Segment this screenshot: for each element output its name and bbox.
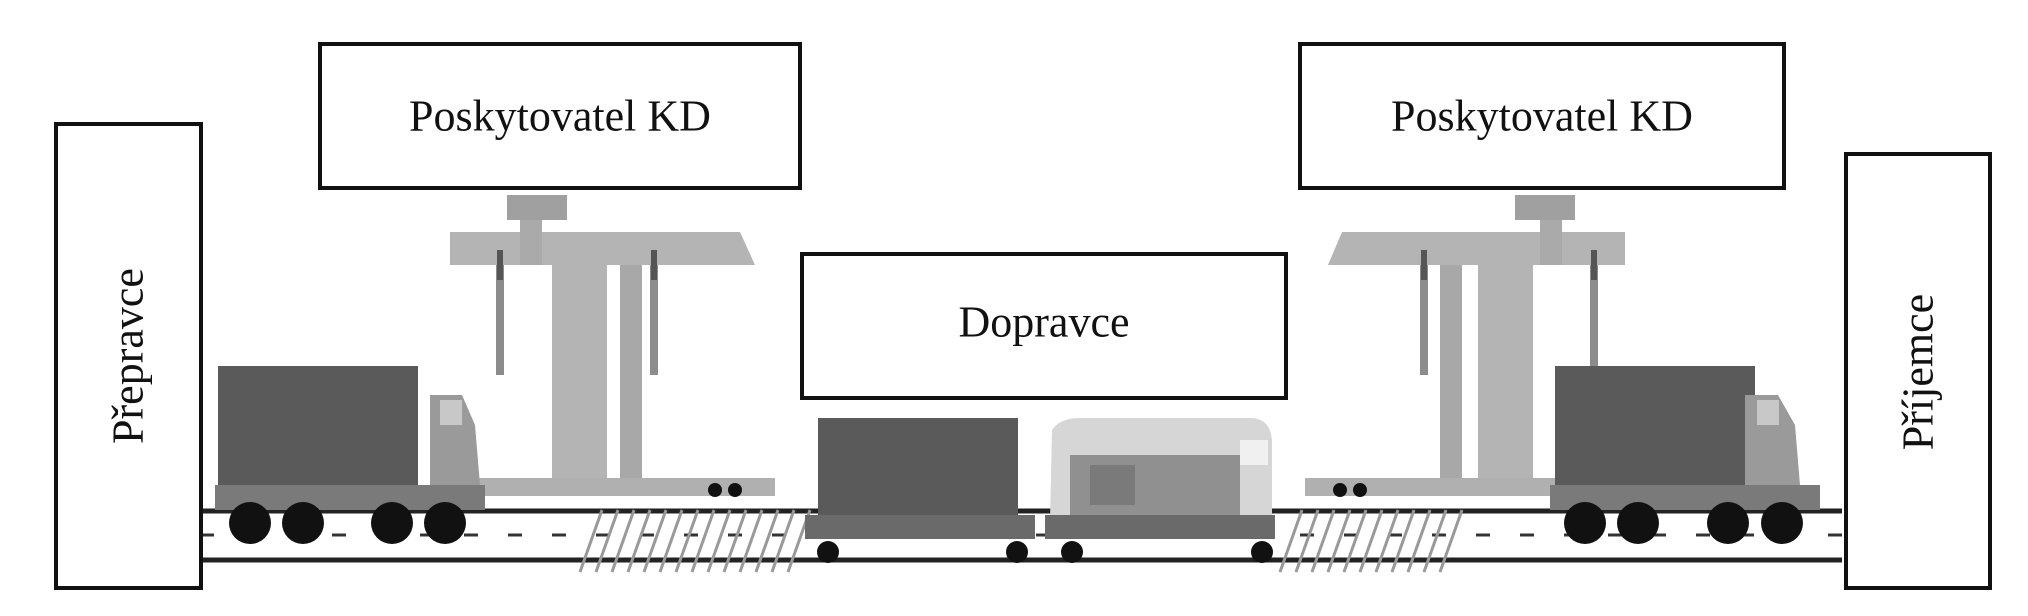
- rail-tie: [1294, 509, 1320, 573]
- rail-tie: [626, 509, 652, 573]
- shipper-label: Přepravce: [104, 268, 153, 444]
- wheel: [424, 502, 466, 544]
- wheel: [1564, 502, 1606, 544]
- rail-tie: [770, 509, 796, 573]
- gantry-crane-left: [450, 195, 775, 497]
- rail-wagon: [805, 418, 1035, 563]
- rail-tie: [738, 509, 764, 573]
- wheel: [1061, 541, 1083, 563]
- wheel: [229, 502, 271, 544]
- provider-right-label: Poskytovatel KD: [1391, 92, 1693, 141]
- rail-tie: [674, 509, 700, 573]
- provider-left-label: Poskytovatel KD: [409, 92, 711, 141]
- rail-tie: [1390, 509, 1416, 573]
- rail-tie: [722, 509, 748, 573]
- rail-tie: [1326, 509, 1352, 573]
- wheel: [1006, 541, 1028, 563]
- truck-right: [1550, 366, 1820, 544]
- carrier-box: Dopravce: [800, 252, 1288, 400]
- wheel: [1707, 502, 1749, 544]
- shipper-box: Přepravce: [54, 122, 203, 590]
- wheel: [371, 502, 413, 544]
- wheel: [1761, 502, 1803, 544]
- provider-box-right: Poskytovatel KD: [1298, 42, 1786, 190]
- wheel: [1617, 502, 1659, 544]
- rail-track: [578, 509, 1464, 573]
- rail-tie: [706, 509, 732, 573]
- rail-tie: [1422, 509, 1448, 573]
- rail-tie: [658, 509, 684, 573]
- rail-tie: [1310, 509, 1336, 573]
- rail-tie: [1406, 509, 1432, 573]
- rail-tie: [578, 509, 604, 573]
- carrier-label: Dopravce: [958, 298, 1129, 347]
- rail-tie: [1278, 509, 1304, 573]
- provider-box-left: Poskytovatel KD: [318, 42, 802, 190]
- wheel: [1251, 541, 1273, 563]
- rail-tie: [610, 509, 636, 573]
- locomotive: [1045, 418, 1275, 563]
- wheel: [817, 541, 839, 563]
- receiver-label: Příjemce: [1894, 294, 1943, 450]
- rail-tie: [1342, 509, 1368, 573]
- rail-tie: [642, 509, 668, 573]
- rail-tie: [754, 509, 780, 573]
- rail-tie: [690, 509, 716, 573]
- rail-tie: [1438, 509, 1464, 573]
- truck-left: [215, 366, 485, 544]
- rail-tie: [1358, 509, 1384, 573]
- wheel: [282, 502, 324, 544]
- rail-tie: [594, 509, 620, 573]
- gantry-crane-right: [1305, 195, 1625, 497]
- receiver-box: Příjemce: [1844, 152, 1992, 590]
- rail-tie: [1374, 509, 1400, 573]
